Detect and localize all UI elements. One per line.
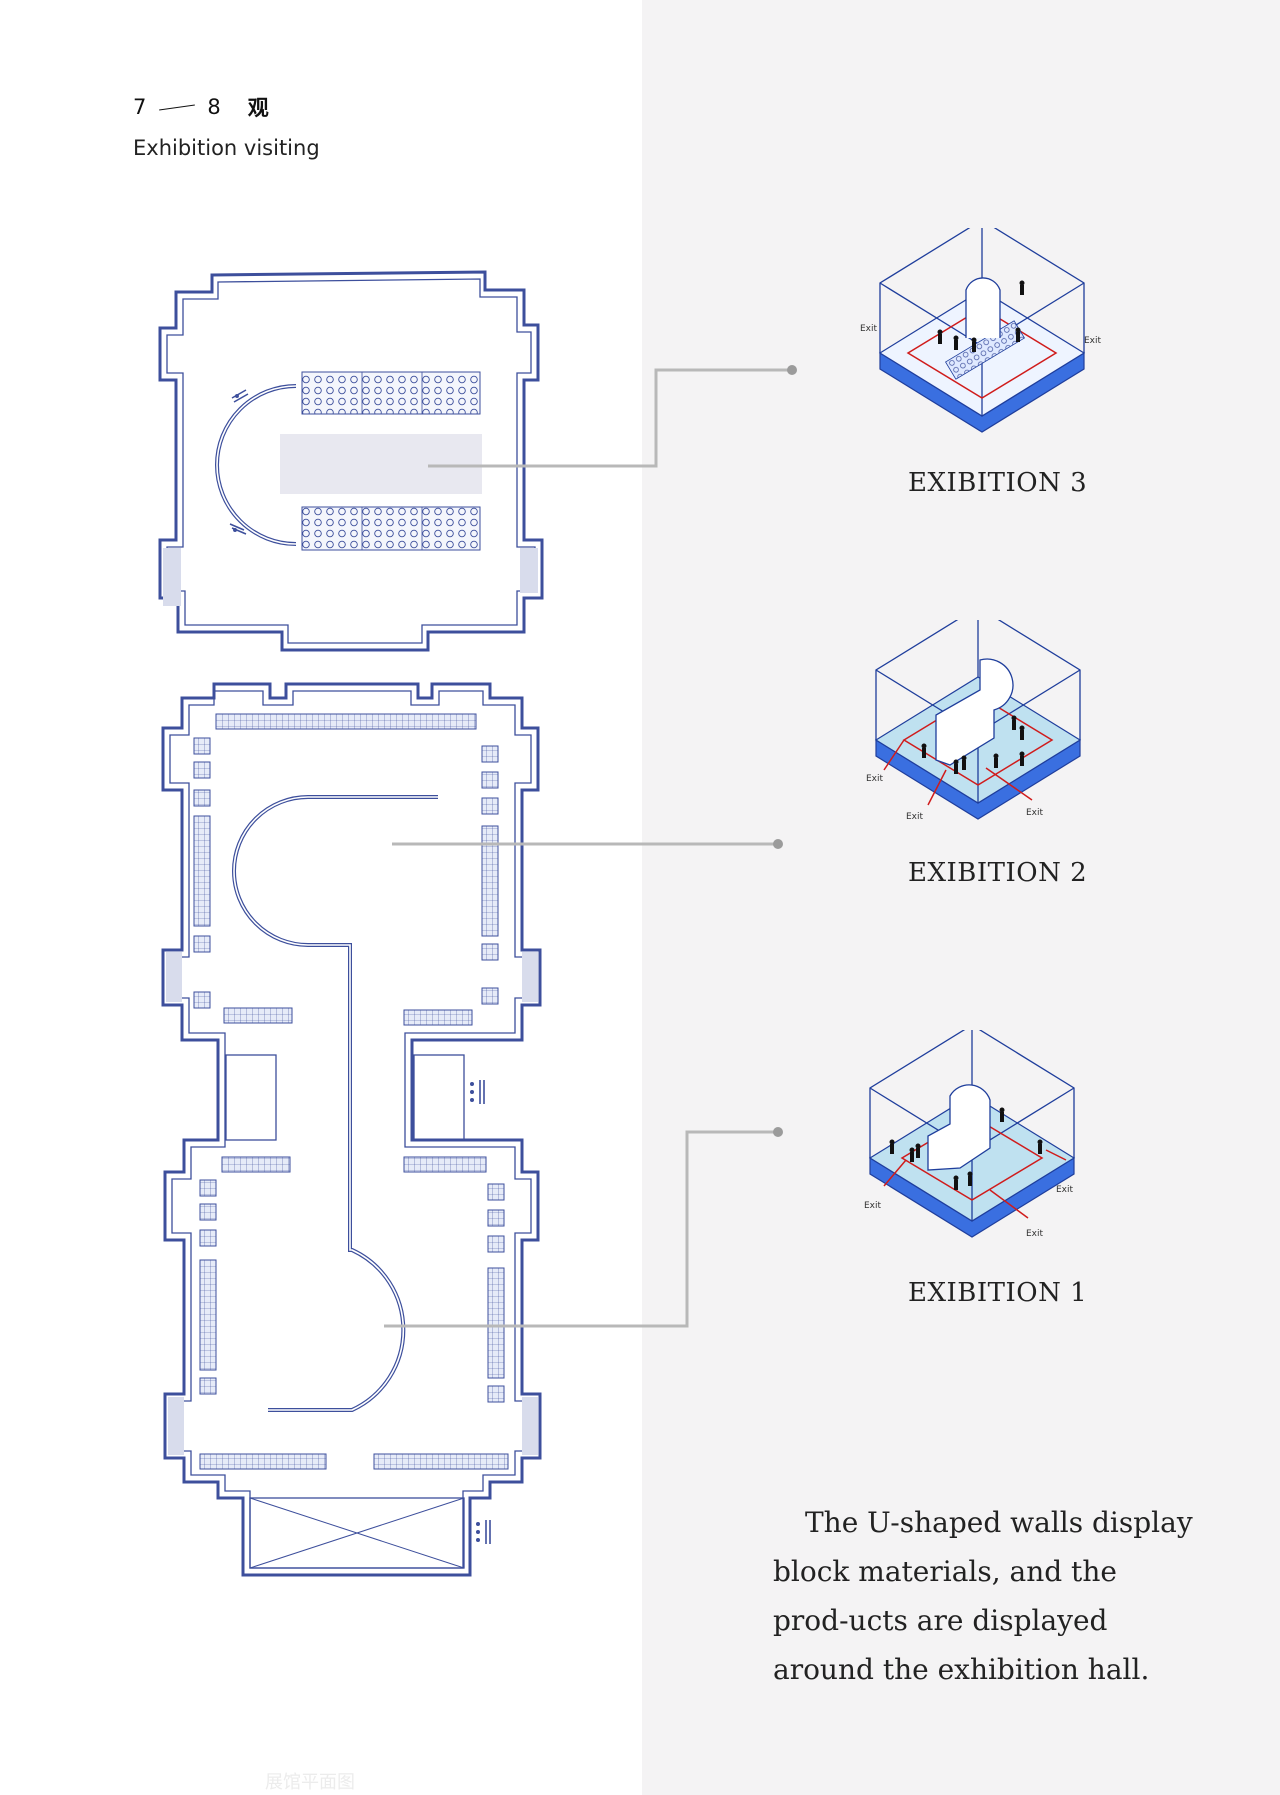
side-bay-4 (522, 1397, 538, 1455)
display-case (481, 943, 499, 961)
exit-label: Exit (1084, 336, 1102, 346)
display-case (193, 815, 211, 927)
right-panel (642, 0, 1280, 1795)
exhibition-3-axonometric: Exit Exit (860, 228, 1102, 433)
hall-3-stairs-lower (229, 523, 247, 535)
description-text: The U-shaped walls display block materia… (773, 1506, 1193, 1686)
section-subtitle: Exhibition visiting (133, 136, 320, 160)
exit-label: Exit (1056, 1185, 1074, 1195)
hall-3-stairs-upper (231, 389, 249, 403)
side-bay-2 (522, 952, 538, 1002)
stairs-icon (470, 1080, 485, 1104)
long-hall-outer-wall (161, 682, 542, 1577)
exhibition-1-label: EXIBITION 1 (908, 1278, 1088, 1308)
hall-3-stage (280, 434, 482, 494)
stairs-icon (476, 1520, 491, 1544)
display-case (199, 1179, 217, 1197)
section-number-end: 8 (207, 95, 222, 119)
display-case (215, 713, 477, 730)
display-case (487, 1209, 505, 1227)
leader-dot-1 (773, 1127, 783, 1137)
display-case (481, 771, 499, 789)
hall-exhibition-3 (158, 270, 544, 652)
leader-line-exhibition-3 (428, 368, 792, 468)
exit-label: Exit (864, 1201, 882, 1211)
display-case (481, 745, 499, 763)
section-header: 7 8 观 Exhibition visiting (133, 92, 320, 160)
hall-long (161, 682, 542, 1577)
display-case (199, 1377, 217, 1395)
exit-label: Exit (866, 774, 884, 784)
side-bay-3 (168, 1397, 184, 1455)
exit-label: Exit (1026, 808, 1044, 818)
section-number: 7 8 观 (133, 92, 320, 122)
display-case (193, 935, 211, 953)
corridor-right-room (413, 1054, 465, 1141)
hall-3-side-bay-left (163, 548, 181, 606)
display-case (193, 737, 211, 755)
display-case (193, 991, 211, 1009)
display-case (487, 1267, 505, 1379)
section-number-start: 7 (133, 95, 148, 119)
display-case (487, 1183, 505, 1201)
hall-3-outer-wall (158, 270, 544, 652)
display-case (487, 1385, 505, 1403)
leader-line-exhibition-1 (384, 1130, 778, 1328)
section-chinese-title: 观 (247, 96, 270, 120)
display-case (481, 825, 499, 937)
display-case (487, 1235, 505, 1253)
exhibition-3-label: EXIBITION 3 (908, 468, 1088, 498)
display-case (199, 1229, 217, 1247)
display-case (199, 1203, 217, 1221)
exit-label: Exit (1026, 1229, 1044, 1239)
hall-3-seating-top (301, 371, 481, 415)
exhibition-2-label: EXIBITION 2 (908, 858, 1088, 888)
display-case (373, 1453, 509, 1470)
display-case (403, 1009, 473, 1026)
display-case (481, 987, 499, 1005)
hall-3-inner-wall (166, 278, 536, 644)
side-bay-1 (166, 952, 182, 1002)
elevator-shaft (249, 1497, 465, 1569)
floor-plan-caption: 展馆平面图 (265, 1772, 355, 1793)
display-case (193, 789, 211, 807)
exhibition-1-axonometric: Exit Exit Exit (864, 1030, 1076, 1239)
display-case (193, 761, 211, 779)
corridor-left-room (225, 1054, 277, 1141)
display-case (481, 797, 499, 815)
display-case (403, 1156, 487, 1173)
long-hall-inner-wall (169, 690, 534, 1569)
leader-dot-2 (773, 839, 783, 849)
hall-3-seating-bottom (301, 506, 481, 551)
display-case (199, 1259, 217, 1371)
exhibition-2-axonometric: Exit Exit Exit (866, 620, 1082, 822)
display-case (199, 1453, 327, 1470)
display-case (223, 1007, 293, 1024)
exit-label: Exit (906, 812, 924, 822)
hall-3-side-bay-right (520, 548, 538, 593)
long-u-wall (232, 795, 438, 1412)
leader-dot-3 (787, 365, 797, 375)
display-case (221, 1156, 291, 1173)
exit-label: Exit (860, 324, 878, 334)
leader-lines (384, 368, 792, 1328)
